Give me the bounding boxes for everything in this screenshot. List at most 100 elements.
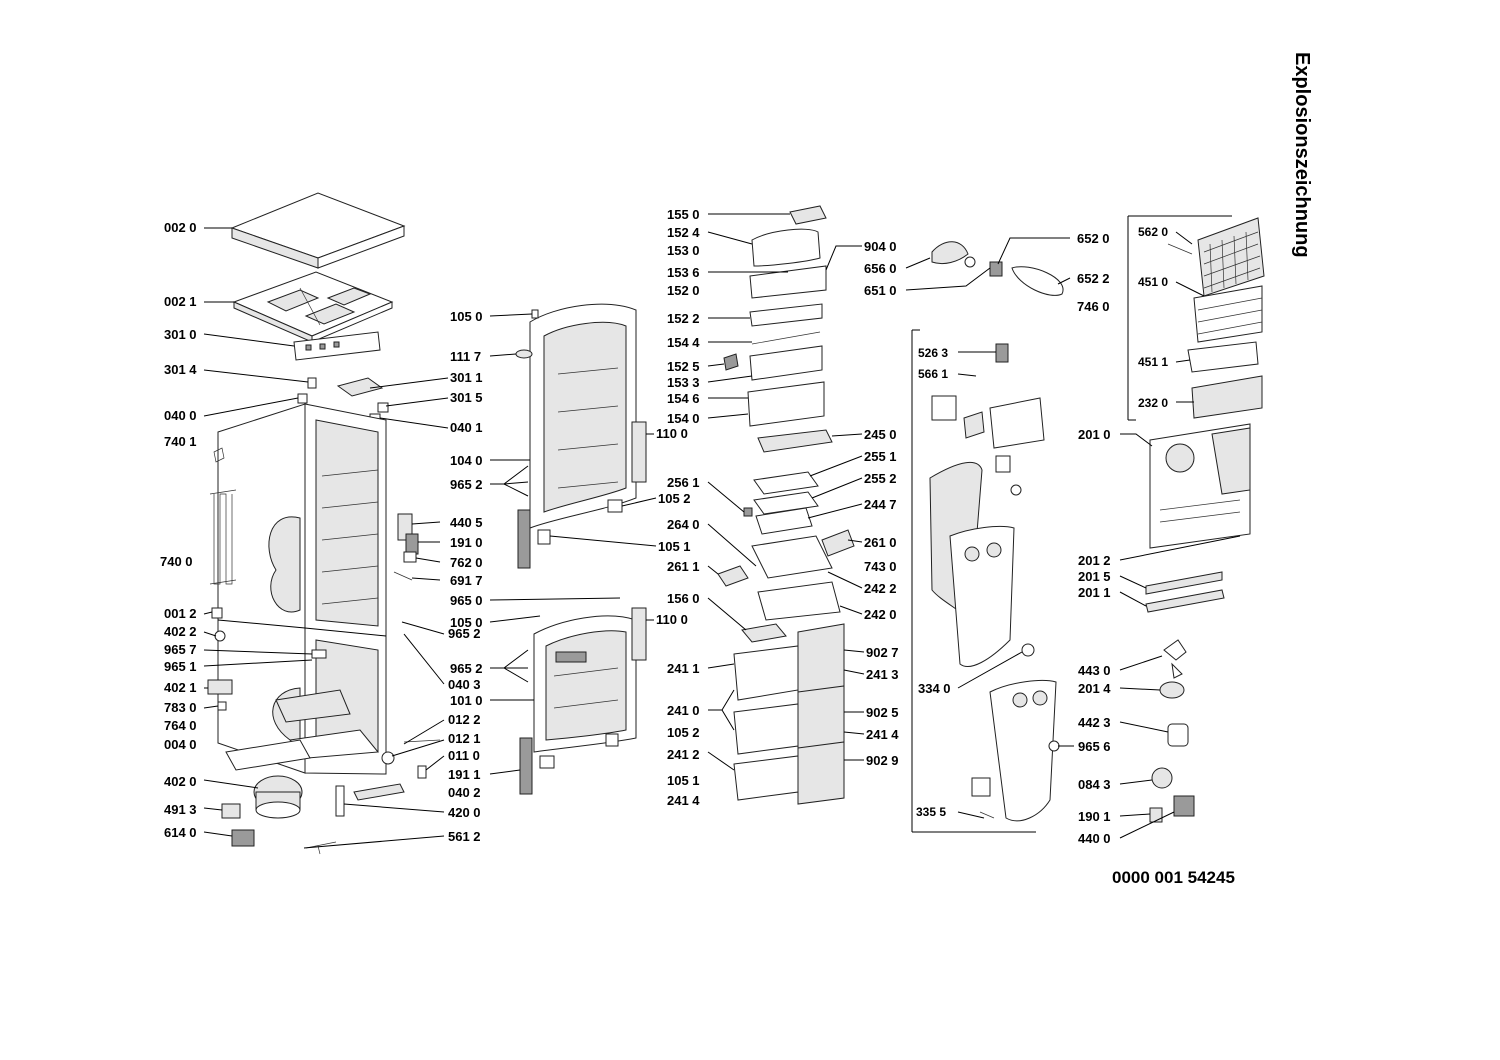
- part-965-7: [311, 649, 327, 659]
- label-764-0: 764 0: [164, 718, 197, 733]
- label-562-0: 562 0: [1138, 225, 1168, 239]
- label-012-2: 012 2: [448, 712, 481, 727]
- part-402-2: [214, 630, 226, 642]
- label-264-0: 264 0: [667, 517, 700, 532]
- part-256-1: [743, 507, 753, 517]
- label-152-5: 152 5: [667, 359, 700, 374]
- part-strip-201-1: [1145, 589, 1225, 613]
- label-040-1: 040 1: [450, 420, 483, 435]
- label-904-0: 904 0: [864, 239, 897, 254]
- label-191-0: 191 0: [450, 535, 483, 550]
- label-245-0: 245 0: [864, 427, 897, 442]
- part-012-2: [403, 739, 441, 743]
- part-shelf-153-3: [749, 345, 823, 381]
- label-153-6: 153 6: [667, 265, 700, 280]
- label-155-0: 155 0: [667, 207, 700, 222]
- part-condenser: [209, 489, 237, 585]
- label-256-1: 256 1: [667, 475, 700, 490]
- part-shelf-154-0: [747, 381, 825, 427]
- label-261-0: 261 0: [864, 535, 897, 550]
- label-261-1: 261 1: [667, 559, 700, 574]
- part-front-241-4: [797, 685, 845, 753]
- label-691-7: 691 7: [450, 573, 483, 588]
- part-control-strip: [293, 331, 381, 361]
- label-104-0: 104 0: [450, 453, 483, 468]
- part-190-1: [1149, 807, 1163, 823]
- label-154-6: 154 6: [667, 391, 700, 406]
- part-fan-blade-443-0: [1163, 639, 1187, 679]
- part-cover-244-7: [755, 507, 813, 535]
- label-002-0: 002 0: [164, 220, 197, 235]
- label-241-0: 241 0: [667, 703, 700, 718]
- label-402-1: 402 1: [164, 680, 197, 695]
- label-451-0: 451 0: [1138, 275, 1168, 289]
- label-153-0: 153 0: [667, 243, 700, 258]
- part-light-762-0: [403, 551, 417, 563]
- label-244-7: 244 7: [864, 497, 897, 512]
- part-561-2: [305, 841, 337, 855]
- label-110-0b: 110 0: [656, 612, 688, 627]
- leader-lines: [203, 213, 1241, 849]
- label-004-0: 004 0: [164, 737, 197, 752]
- part-hinge-110-0-upper: [631, 421, 647, 483]
- part-gasket-191-1: [519, 737, 533, 795]
- label-301-5: 301 5: [450, 390, 483, 405]
- label-402-2: 402 2: [164, 624, 197, 639]
- part-105-1: [537, 529, 551, 545]
- label-190-1: 190 1: [1078, 809, 1111, 824]
- document-number: 0000 001 54245: [1112, 868, 1235, 887]
- label-965-0: 965 0: [450, 593, 483, 608]
- part-001-2: [211, 607, 223, 619]
- part-652-0: [989, 261, 1003, 277]
- part-labels: 002 0 002 1 301 0 301 4 301 1 301 5 040 …: [160, 207, 1168, 846]
- label-746-0: 746 0: [1077, 299, 1110, 314]
- label-561-2: 561 2: [448, 829, 481, 844]
- part-rail-154-4: [751, 331, 821, 345]
- label-152-0: 152 0: [667, 283, 700, 298]
- label-451-1: 451 1: [1138, 355, 1168, 369]
- part-105-2: [607, 499, 623, 513]
- part-420-0: [335, 785, 345, 817]
- label-152-4: 152 4: [667, 225, 700, 240]
- label-110-0a: 110 0: [656, 426, 688, 441]
- label-614-0: 614 0: [164, 825, 197, 840]
- label-241-4: 241 4: [667, 793, 700, 808]
- label-241-2: 241 2: [667, 747, 700, 762]
- part-drawer-242-0: [757, 581, 841, 621]
- label-011-0: 011 0: [448, 748, 480, 763]
- label-154-4: 154 4: [667, 335, 700, 350]
- label-965-7: 965 7: [164, 642, 197, 657]
- part-motor-201-4: [1159, 681, 1185, 699]
- part-evaporator-group: [1127, 215, 1265, 421]
- label-201-1: 201 1: [1078, 585, 1111, 600]
- part-tray-245-0: [757, 429, 833, 453]
- label-105-1a: 105 1: [658, 539, 691, 554]
- label-101-0: 101 0: [450, 693, 483, 708]
- part-thermostat-440-0: [1173, 795, 1195, 817]
- label-965-2b: 965 2: [450, 477, 483, 492]
- label-491-3: 491 3: [164, 802, 197, 817]
- label-301-4: 301 4: [164, 362, 197, 377]
- label-651-0: 651 0: [864, 283, 897, 298]
- label-440-5: 440 5: [450, 515, 483, 530]
- part-fan-656-0: [931, 241, 969, 265]
- label-105-0a: 105 0: [450, 309, 483, 324]
- label-526-3: 526 3: [918, 346, 948, 360]
- label-902-9: 902 9: [866, 753, 899, 768]
- label-902-5: 902 5: [866, 705, 899, 720]
- label-232-0: 232 0: [1138, 396, 1168, 410]
- part-strip-201-5: [1145, 571, 1223, 595]
- label-440-0: 440 0: [1078, 831, 1111, 846]
- label-105-0b: 105 0: [450, 615, 483, 630]
- part-clip-301-4: [307, 377, 317, 389]
- part-012-1: [381, 751, 395, 765]
- label-652-0: 652 0: [1077, 231, 1110, 246]
- part-hinge-110-0-lower: [631, 607, 647, 661]
- label-040-0: 040 0: [164, 408, 197, 423]
- label-743-0: 743 0: [864, 559, 897, 574]
- label-965-6: 965 6: [1078, 739, 1111, 754]
- part-105-1-lower: [539, 755, 555, 769]
- label-783-0: 783 0: [164, 700, 197, 715]
- part-basket-241-0: [733, 703, 799, 755]
- part-491-3: [221, 803, 241, 819]
